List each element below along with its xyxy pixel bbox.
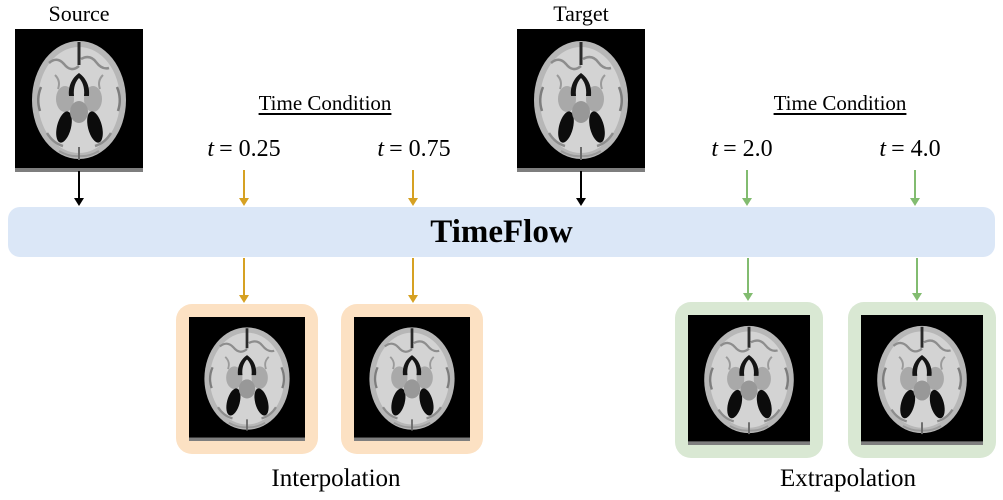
arrow-t40-out xyxy=(912,258,922,301)
interpolation-brain-image-2 xyxy=(354,317,470,441)
arrow-t025-out xyxy=(239,258,249,303)
interpolation-output-frame-1 xyxy=(176,304,318,454)
t-value: = 4.0 xyxy=(891,136,941,162)
arrow-t20-in xyxy=(742,170,752,206)
time-value-t025: t= 0.25 xyxy=(184,136,304,163)
arrow-t40-in xyxy=(910,170,920,206)
extrapolation-output-frame-2 xyxy=(848,302,996,458)
brain-mri-slice-graphic xyxy=(189,317,305,441)
t-symbol: t xyxy=(207,136,215,162)
brain-mri-slice-graphic xyxy=(354,317,470,441)
interpolation-label: Interpolation xyxy=(271,465,401,492)
t-value: = 0.75 xyxy=(389,136,451,162)
extrapolation-output-frame-1 xyxy=(675,302,823,458)
t-value: = 2.0 xyxy=(723,136,773,162)
time-value-t40: t= 4.0 xyxy=(850,136,970,163)
interpolation-brain-image-1 xyxy=(189,317,305,441)
arrow-t075-out xyxy=(408,258,418,303)
arrow-t025-in xyxy=(239,170,249,206)
brain-mri-slice-graphic xyxy=(517,29,645,172)
target-label: Target xyxy=(553,1,609,26)
t-symbol: t xyxy=(377,136,385,162)
source-brain-image xyxy=(15,29,143,172)
time-value-t20: t= 2.0 xyxy=(682,136,802,163)
time-condition-heading-interpolation: Time Condition xyxy=(258,91,392,115)
brain-mri-slice-graphic xyxy=(15,29,143,172)
extrapolation-label: Extrapolation xyxy=(779,465,917,492)
source-label: Source xyxy=(48,1,110,26)
t-value: = 0.25 xyxy=(219,136,281,162)
t-symbol: t xyxy=(711,136,719,162)
extrapolation-brain-image-2 xyxy=(861,315,983,445)
arrow-t20-out xyxy=(743,258,753,301)
timeflow-title: TimeFlow xyxy=(430,213,573,250)
time-condition-heading-extrapolation: Time Condition xyxy=(773,91,907,115)
source-arrow xyxy=(74,171,84,206)
target-brain-image xyxy=(517,29,645,172)
t-symbol: t xyxy=(879,136,887,162)
target-arrow xyxy=(576,171,586,206)
arrow-t075-in xyxy=(408,170,418,206)
brain-mri-slice-graphic xyxy=(688,315,810,445)
time-value-t075: t= 0.75 xyxy=(354,136,474,163)
timeflow-model-bar: TimeFlow xyxy=(8,207,995,257)
extrapolation-brain-image-1 xyxy=(688,315,810,445)
brain-mri-slice-graphic xyxy=(861,315,983,445)
interpolation-output-frame-2 xyxy=(341,304,483,454)
